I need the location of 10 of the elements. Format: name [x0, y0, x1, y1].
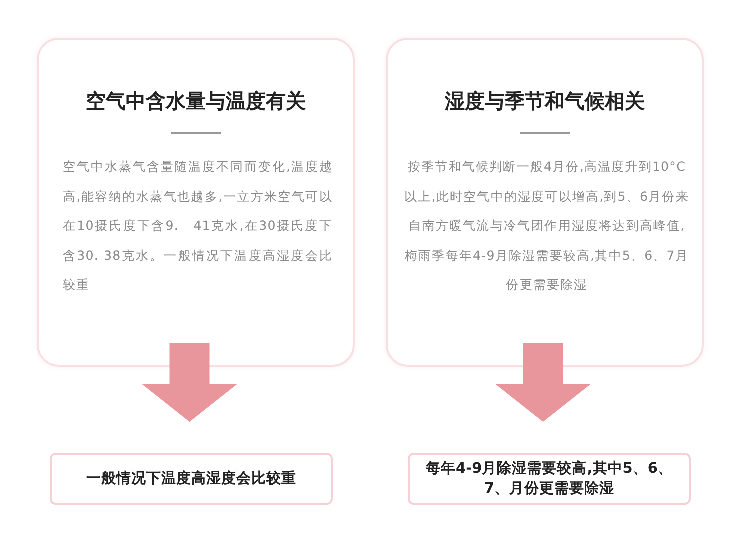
arrow	[142, 343, 238, 422]
body-text: 空气中水蒸气含量随温度不同而变化,温度越高,能容纳的水蒸气也越多,一立方米空气可以在10摄氏度下含9. 41克水,在30摄氏度下含30. 38克水。一般情况下温度高湿度会比较重	[63, 158, 333, 294]
card-background	[386, 38, 704, 367]
result-box: 每年4-9月除湿需要较高,其中5、6、7、月份更需要除湿	[408, 453, 691, 505]
card-heading: 空气中含水量与温度有关	[85, 88, 307, 115]
body-text: 按季节和气候判断一般4月份,高温度升到10°C以上,此时空气中的湿度可以增高,到5、6月份来自南方暖气流与冷气团作用湿度将达到高峰值,梅雨季每年4-9月除湿需要较高,其中5、6、7月份更需要除湿	[404, 158, 690, 294]
arrow	[495, 343, 592, 422]
card-heading: 湿度与季节和气候相关	[444, 88, 646, 115]
result-box: 一般情况下温度高湿度会比较重	[50, 453, 333, 505]
card-background	[37, 38, 355, 367]
